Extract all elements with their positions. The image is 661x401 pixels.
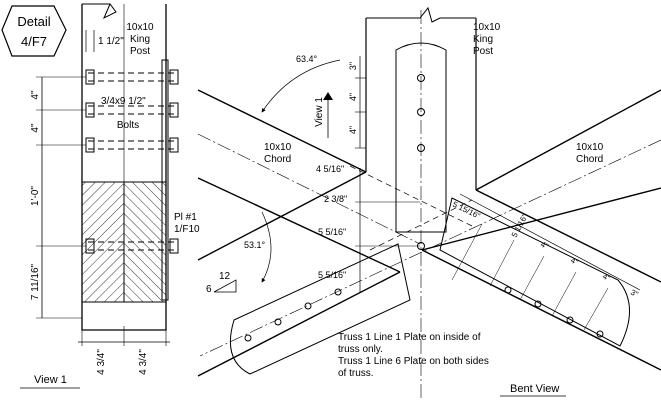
- bent-chord-left-2: Chord: [264, 154, 291, 165]
- left-chord-top: [197, 89, 367, 173]
- note-line-2: truss only.: [338, 344, 383, 355]
- bent-right-dim-5: 4": [601, 272, 612, 283]
- detail-tag-line1: Detail: [17, 14, 50, 29]
- left-chord-top-right: [475, 189, 661, 283]
- bent-right-dim-6: 3": [629, 288, 640, 299]
- view1-post-label-1: 10x10: [126, 22, 154, 33]
- bent-post-break: [366, 6, 476, 23]
- bent-center-dim-2: 2 3/8": [324, 194, 347, 204]
- right-chord-top-left: [197, 171, 367, 261]
- bent-chord-right-2: Chord: [576, 154, 603, 165]
- view1-bottom-dim-2: 4 3/4": [138, 349, 149, 375]
- bent-right-dims: 5 15/16" 5 1/16" 4" 4" 4" 3": [451, 193, 641, 331]
- bent-left-plate-holes: [244, 288, 342, 342]
- view1-dim-2: 4": [30, 123, 41, 133]
- view1: 1 1/2" 10x10 King Post 3/4x9 1/2" Bolts …: [20, 3, 200, 389]
- view1-title: View 1: [34, 374, 67, 386]
- bent-post-dim-2: 4": [348, 93, 358, 101]
- angle-arc-top: [261, 59, 341, 113]
- view1-bolts-label-1: 3/4x9 1/2": [101, 96, 146, 107]
- slope-rise: 12: [219, 271, 231, 282]
- bent-king-post: [365, 18, 477, 190]
- view-marker-label: View 1: [314, 97, 325, 127]
- view-marker: View 1: [314, 92, 333, 138]
- view1-vertical-dimensions: 4" 4" 1'-0" 7 11/16": [30, 76, 86, 319]
- view1-dim-3: 1'-0": [30, 186, 41, 206]
- note-line-3: Truss 1 Line 6 Plate on both sides: [338, 356, 489, 367]
- bent-post-dims: 3" 4" 4": [348, 56, 366, 149]
- bent-right-plate: [439, 197, 630, 347]
- slope-symbol: 12 6: [206, 271, 237, 295]
- bent-angle-top: 63.4°: [296, 54, 318, 64]
- view1-bolts-label-2: Bolts: [117, 120, 139, 131]
- bent-post-label-1: 10x10: [473, 22, 501, 33]
- bent-center-dim-3: 5 5/16": [318, 227, 346, 237]
- bolt-row-1: [85, 69, 179, 85]
- bent-post-dim-1: 3": [348, 62, 358, 70]
- left-chord-bottom-right: [421, 249, 661, 371]
- view1-dim-4: 7 11/16": [30, 263, 41, 300]
- bent-hidden-lines: [349, 165, 473, 251]
- bent-chord-right-1: 10x10: [576, 142, 604, 153]
- detail-tag-line2: 4/F7: [21, 34, 47, 49]
- bent-left-plate: [229, 243, 411, 375]
- bent-angle-left: 53.1°: [244, 240, 266, 250]
- bent-center-dims: 4 5/16" 2 3/8" 5 5/16" 5 5/16": [316, 164, 420, 292]
- right-chord-bottom-left: [197, 271, 401, 377]
- angle-arc-left: [261, 211, 272, 283]
- bolt-row-4: [85, 238, 179, 254]
- bent-post-dim-3: 4": [348, 126, 358, 134]
- view1-dim-1: 4": [30, 90, 41, 100]
- bent-chord-left-1: 10x10: [264, 142, 292, 153]
- note-line-4: of truss.: [338, 368, 374, 379]
- bolt-row-3: [85, 137, 179, 153]
- detail-tag: Detail 4/F7: [1, 5, 67, 57]
- left-chord-centerline: [197, 133, 421, 245]
- bent-center-dim-1: 4 5/16": [316, 164, 344, 174]
- view1-post-label-3: Post: [130, 46, 150, 57]
- bent-right-dim-4: 4": [569, 256, 580, 267]
- bent-post-plate: [395, 42, 447, 233]
- slope-run: 6: [206, 284, 212, 295]
- view1-bottom-dimensions: 4 3/4" 4 3/4": [78, 326, 170, 375]
- bent-title: Bent View: [510, 383, 559, 395]
- bent-center-dim-4: 5 5/16": [318, 270, 346, 280]
- view1-plate-label-2: 1/F10: [174, 224, 200, 235]
- view1-top-dimension: 1 1/2": [85, 30, 124, 52]
- bent-post-label-2: King: [473, 34, 493, 45]
- view1-post-label-2: King: [130, 34, 150, 45]
- view1-bottom-dim-1: 4 3/4": [96, 349, 107, 375]
- left-chord-bottom: [197, 177, 401, 273]
- bent-right-plate-holes: [504, 286, 604, 338]
- bent-post-label-3: Post: [473, 46, 493, 57]
- bent-right-dim-3: 4": [539, 240, 550, 251]
- note-line-1: Truss 1 Line 1 Plate on inside of: [338, 332, 481, 343]
- bent-view: 10x10 King Post 10x10 Chord 10x10 Chord …: [197, 6, 661, 401]
- bolt-row-2: [85, 102, 179, 118]
- view1-break-line: [82, 3, 117, 20]
- right-chord-centerline: [199, 139, 661, 357]
- detail-hexagon: [1, 5, 67, 57]
- right-chord-bottom: [421, 187, 661, 251]
- right-chord-top: [475, 89, 661, 191]
- view1-plate-label-1: Pl #1: [174, 212, 197, 223]
- view1-top-dim-text: 1 1/2": [98, 36, 124, 47]
